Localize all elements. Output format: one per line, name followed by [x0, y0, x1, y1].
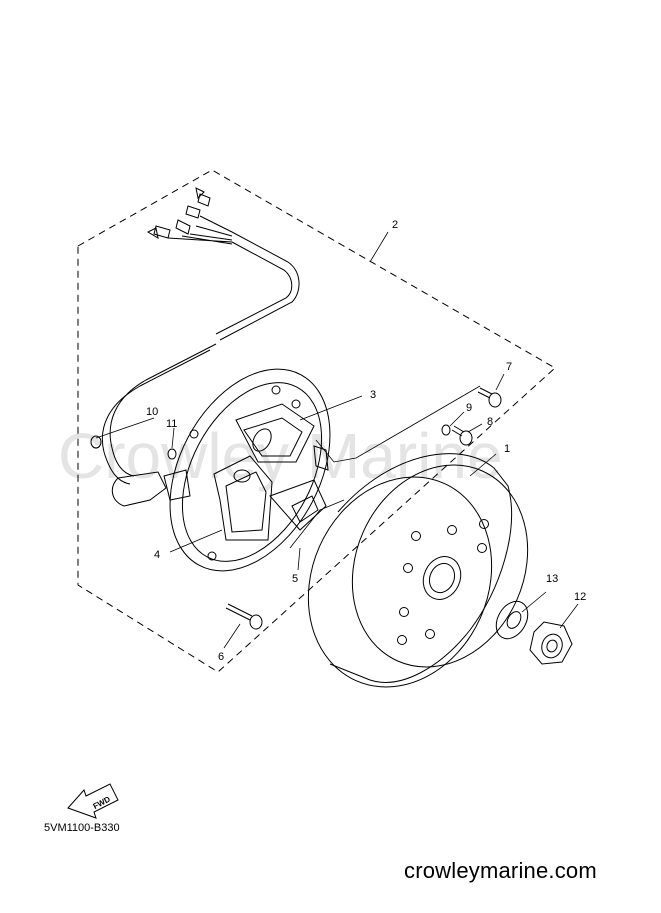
callout-12: 12 [574, 591, 586, 603]
callout-2: 2 [392, 219, 398, 231]
callout-6: 6 [218, 651, 224, 663]
callout-1: 1 [504, 443, 510, 455]
callout-8: 8 [487, 416, 493, 428]
callout-13: 13 [546, 573, 558, 585]
leader-lines [95, 231, 579, 649]
forward-arrow-icon: FWD [67, 783, 119, 819]
callout-4: 4 [154, 549, 160, 561]
diagram-code: 5VM1100-B330 [44, 822, 120, 834]
callout-10: 10 [146, 406, 158, 418]
assembly-outline [77, 169, 556, 673]
callout-5: 5 [292, 573, 298, 585]
callout-7: 7 [506, 361, 512, 373]
washer [495, 600, 529, 640]
flywheel-rotor [307, 453, 529, 688]
callout-3: 3 [370, 389, 376, 401]
callouts: 1 2 3 4 5 6 7 8 9 10 11 12 13 [146, 219, 586, 663]
wire-harness [101, 187, 300, 507]
callout-11: 11 [166, 418, 177, 430]
site-link[interactable]: crowleymarine.com [404, 858, 597, 883]
callout-9: 9 [466, 402, 472, 414]
screws [90, 387, 502, 630]
stator-assembly [169, 368, 331, 572]
hex-nut [529, 621, 573, 665]
